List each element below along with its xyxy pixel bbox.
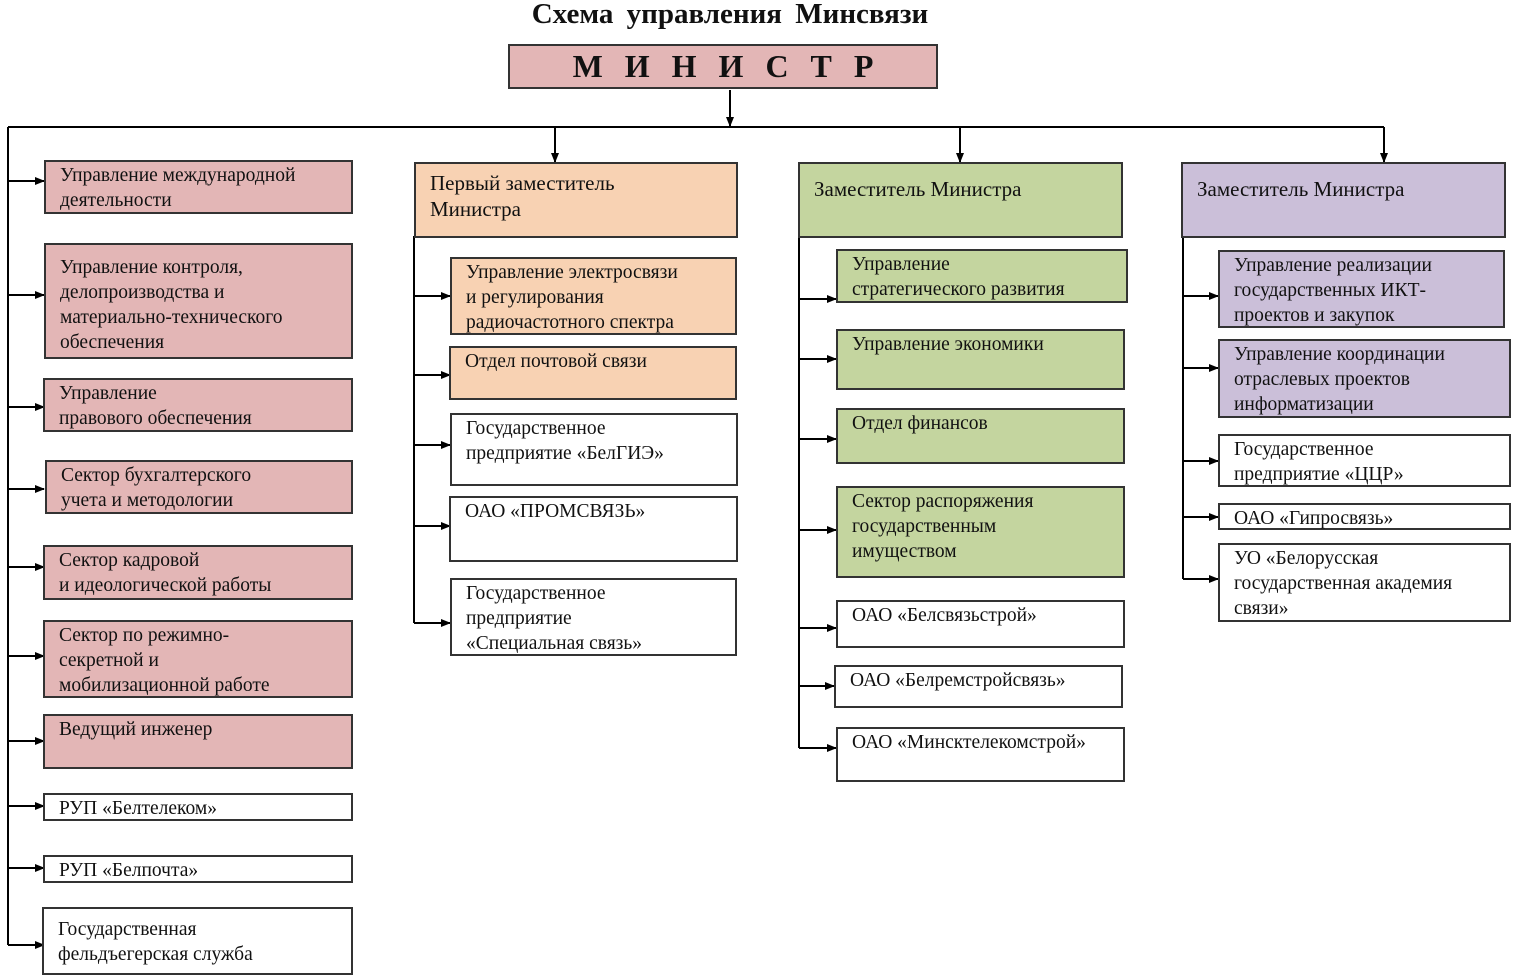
enterprise-promsvyaz: ОАО «ПРОМСВЯЗЬ» — [449, 496, 738, 562]
unit-informatization-coordination: Управление координации отраслевых проект… — [1218, 339, 1511, 418]
unit-postal: Отдел почтовой связи — [449, 346, 737, 400]
unit-control-records: Управление контроля, делопроизводства и … — [44, 243, 353, 359]
unit-hr-ideology: Сектор кадровой и идеологической работы — [43, 545, 353, 600]
enterprise-beltelecom: РУП «Белтелеком» — [43, 793, 353, 821]
enterprise-belgie: Государственное предприятие «БелГИЭ» — [450, 413, 738, 486]
enterprise-special-communication: Государственное предприятие «Специальная… — [450, 578, 737, 656]
branches-direct — [8, 177, 45, 949]
unit-lead-engineer: Ведущий инженер — [43, 714, 353, 769]
enterprise-minsktelecomstroy: ОАО «Минсктелекомстрой» — [836, 727, 1125, 782]
enterprise-communication-academy: УО «Белорусская государственная академия… — [1218, 543, 1511, 622]
unit-security-mobilization: Сектор по режимно- секретной и мобилизац… — [43, 620, 353, 698]
minister-box: МИНИСТР — [508, 44, 938, 89]
unit-legal: Управление правового обеспечения — [43, 378, 353, 432]
branches-deputy-ict — [1183, 292, 1219, 583]
enterprise-tscr: Государственное предприятие «ЦЦР» — [1218, 434, 1511, 487]
deputy-ict-head: Заместитель Министра — [1181, 162, 1506, 238]
branches-first-deputy — [414, 292, 451, 627]
first-deputy-head: Первый заместитель Министра — [414, 162, 738, 238]
enterprise-courier-service: Государственная фельдъегерская служба — [42, 907, 353, 975]
branches-deputy-economy — [799, 295, 837, 752]
deputy-economy-head: Заместитель Министра — [798, 162, 1123, 238]
diagram-title: Схема управления Минсвязи — [531, 0, 929, 30]
unit-ict-projects-procurement: Управление реализации государственных ИК… — [1218, 250, 1505, 328]
enterprise-belsvyazstroy: ОАО «Белсвязьстрой» — [836, 600, 1125, 648]
unit-accounting: Сектор бухгалтерского учета и методологи… — [45, 460, 353, 514]
enterprise-belremstroysvyaz: ОАО «Белремстройсвязь» — [834, 665, 1123, 708]
unit-economics: Управление экономики — [836, 329, 1125, 390]
unit-international: Управление международной деятельности — [44, 160, 353, 214]
enterprise-giprosvyaz: ОАО «Гипросвязь» — [1218, 503, 1511, 530]
unit-finance: Отдел финансов — [836, 408, 1125, 464]
unit-telecom-spectrum: Управление электросвязи и регулирования … — [450, 257, 737, 335]
unit-state-property: Сектор распоряжения государственным имущ… — [836, 486, 1125, 578]
enterprise-belpochta: РУП «Белпочта» — [43, 855, 353, 883]
unit-strategic-development: Управление стратегического развития — [836, 249, 1128, 303]
